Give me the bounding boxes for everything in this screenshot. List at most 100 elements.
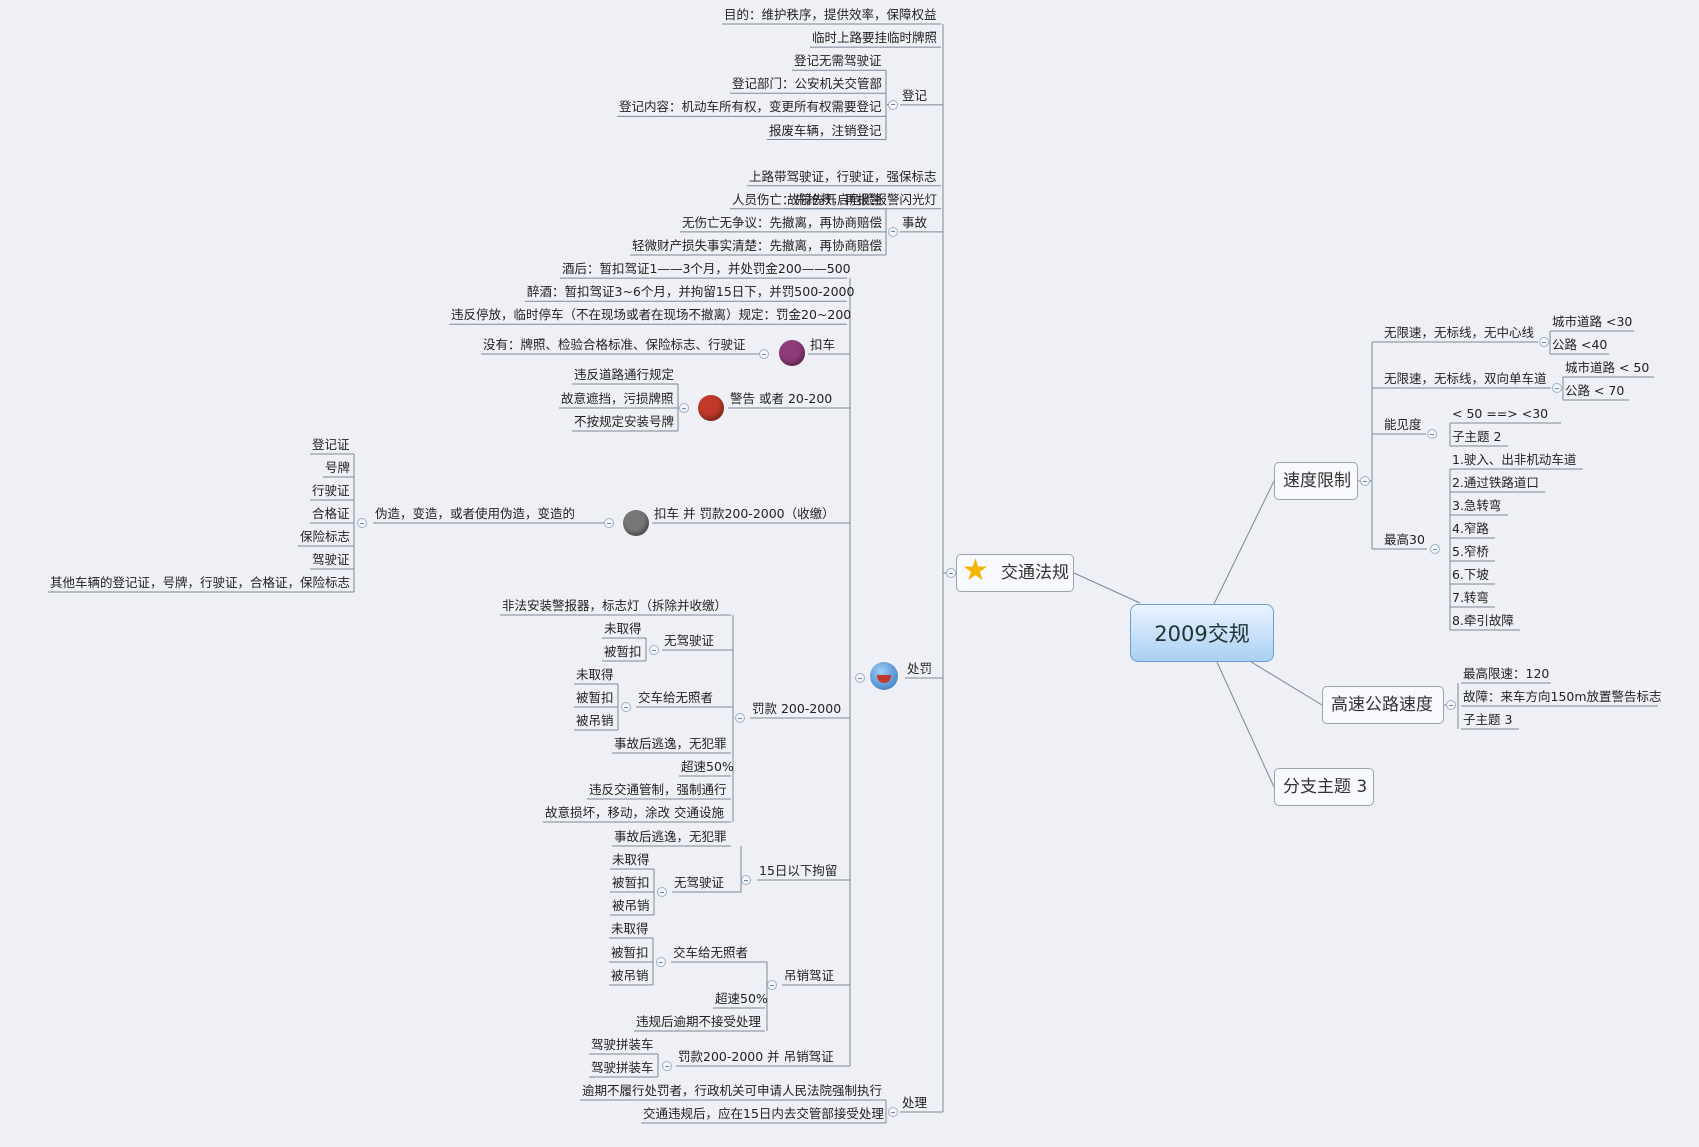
- topic-node[interactable]: 能见度: [1384, 417, 1422, 432]
- topic-node[interactable]: 吊销驾证: [784, 968, 835, 983]
- topic-node[interactable]: 公路 < 70: [1565, 383, 1625, 398]
- topic-node[interactable]: 驾驶拼装车: [591, 1037, 654, 1052]
- topic-node[interactable]: 超速50%: [681, 759, 734, 774]
- topic-node[interactable]: 被吊销: [576, 713, 614, 728]
- topic-node[interactable]: 最高30: [1384, 532, 1425, 547]
- topic-node[interactable]: 6.下坡: [1452, 567, 1489, 582]
- topic-node[interactable]: 3.急转弯: [1452, 498, 1502, 513]
- topic-node[interactable]: 5.窄桥: [1452, 544, 1489, 559]
- topic-node[interactable]: 违反道路通行规定: [574, 367, 675, 382]
- topic-node[interactable]: 未取得: [612, 852, 650, 867]
- collapse-toggle-icon[interactable]: [656, 957, 666, 967]
- topic-node[interactable]: 行驶证: [312, 483, 350, 498]
- topic-node[interactable]: 临时上路要挂临时牌照: [812, 30, 938, 46]
- topic-branch-3[interactable]: 分支主题 3: [1274, 768, 1374, 806]
- topic-node[interactable]: 登记证: [312, 437, 350, 452]
- collapse-toggle-icon[interactable]: [662, 1061, 672, 1071]
- topic-node[interactable]: 无限速，无标线，双向单车道: [1384, 371, 1547, 386]
- topic-node[interactable]: 登记内容：机动车所有权，变更所有权需要登记: [619, 99, 882, 115]
- topic-node[interactable]: 交车给无照者: [673, 945, 749, 960]
- topic-node[interactable]: 城市道路 <30: [1552, 314, 1633, 329]
- topic-node[interactable]: 处理: [902, 1095, 928, 1110]
- topic-node[interactable]: 驾驶拼装车: [591, 1060, 654, 1075]
- topic-node[interactable]: 逾期不履行处罚者，行政机关可申请人民法院强制执行: [582, 1083, 883, 1098]
- topic-node[interactable]: 罚款200-2000 并 吊销驾证: [678, 1049, 834, 1064]
- topic-node[interactable]: 7.转弯: [1452, 590, 1489, 605]
- topic-traffic-law[interactable]: 交通法规: [956, 554, 1074, 592]
- topic-node[interactable]: 非法安装警报器，标志灯（拆除并收缴）: [502, 598, 728, 613]
- collapse-toggle-icon[interactable]: [1360, 476, 1370, 486]
- topic-node[interactable]: 未取得: [576, 667, 614, 682]
- topic-node[interactable]: 超速50%: [715, 991, 768, 1006]
- topic-node[interactable]: 扣车 并 罚款200-2000（收缴）: [654, 506, 835, 521]
- topic-node[interactable]: 15日以下拘留: [759, 863, 838, 878]
- collapse-toggle-icon[interactable]: [621, 702, 631, 712]
- topic-node[interactable]: 登记无需驾驶证: [794, 53, 882, 69]
- topic-node[interactable]: 目的：维护秩序，提供效率，保障权益: [724, 7, 937, 22]
- topic-node[interactable]: 没有：牌照、检验合格标准、保险标志、行驶证: [483, 337, 746, 352]
- topic-node[interactable]: 被暂扣: [611, 945, 649, 960]
- topic-node[interactable]: 被暂扣: [612, 875, 650, 890]
- topic-node[interactable]: 故意损坏，移动，涂改 交通设施: [545, 805, 724, 820]
- topic-node[interactable]: 交通违规后，应在15日内去交管部接受处理: [643, 1106, 884, 1121]
- collapse-toggle-icon[interactable]: [888, 99, 898, 110]
- topic-node[interactable]: 无驾驶证: [674, 875, 725, 890]
- topic-node[interactable]: 1.驶入、出非机动车道: [1452, 452, 1577, 467]
- collapse-toggle-icon[interactable]: [1430, 544, 1440, 554]
- topic-node[interactable]: 号牌: [325, 460, 351, 475]
- collapse-toggle-icon[interactable]: [604, 518, 614, 528]
- topic-node[interactable]: 被吊销: [612, 898, 650, 913]
- central-topic[interactable]: 2009交规: [1130, 604, 1274, 662]
- collapse-toggle-icon[interactable]: [1539, 337, 1549, 347]
- topic-node[interactable]: 人员伤亡：先抢救，再报警: [732, 191, 883, 207]
- collapse-toggle-icon[interactable]: [735, 713, 745, 723]
- topic-node[interactable]: 违反停放，临时停车（不在现场或者在现场不撤离）规定：罚金20~200: [451, 307, 852, 323]
- topic-node[interactable]: 酒后：暂扣驾证1——3个月，并处罚金200——500: [562, 261, 851, 277]
- collapse-toggle-icon[interactable]: [1446, 700, 1456, 710]
- topic-node[interactable]: 登记: [902, 87, 928, 103]
- topic-node[interactable]: 不按规定安装号牌: [574, 414, 675, 429]
- topic-node[interactable]: 其他车辆的登记证，号牌，行驶证，合格证，保险标志: [50, 575, 351, 590]
- topic-node[interactable]: 伪造，变造，或者使用伪造，变造的: [375, 506, 576, 521]
- collapse-toggle-icon[interactable]: [855, 673, 865, 683]
- topic-node[interactable]: 上路带驾驶证，行驶证，强保标志: [749, 168, 937, 184]
- topic-node[interactable]: 最高限速：120: [1463, 666, 1550, 681]
- topic-node[interactable]: 罚款 200-2000: [752, 701, 842, 716]
- topic-node[interactable]: 事故后逃逸，无犯罪: [614, 829, 727, 844]
- topic-node[interactable]: 故障先开启危险报警闪光灯: [787, 191, 938, 207]
- topic-node[interactable]: 城市道路 < 50: [1565, 360, 1650, 375]
- topic-node[interactable]: 事故: [902, 214, 928, 230]
- topic-node[interactable]: 交车给无照者: [638, 690, 714, 705]
- topic-node[interactable]: 无限速，无标线，无中心线: [1384, 325, 1535, 340]
- collapse-toggle-icon[interactable]: [946, 568, 956, 578]
- topic-node[interactable]: 无伤亡无争议：先撤离，再协商赔偿: [682, 214, 883, 230]
- topic-node[interactable]: 保险标志: [300, 529, 351, 544]
- topic-node[interactable]: 被暂扣: [576, 690, 614, 705]
- collapse-toggle-icon[interactable]: [741, 875, 751, 885]
- topic-node[interactable]: 2.通过铁路道口: [1452, 475, 1539, 490]
- topic-node[interactable]: < 50 ==> <30: [1452, 406, 1549, 421]
- topic-node[interactable]: 子主题 2: [1452, 429, 1502, 444]
- topic-node[interactable]: 子主题 3: [1463, 712, 1513, 727]
- topic-node[interactable]: 未取得: [604, 621, 642, 636]
- topic-node[interactable]: 4.窄路: [1452, 521, 1489, 536]
- topic-node[interactable]: 故障：来车方向150m放置警告标志: [1463, 689, 1662, 704]
- collapse-toggle-icon[interactable]: [1552, 383, 1562, 393]
- topic-node[interactable]: 公路 <40: [1552, 337, 1608, 352]
- topic-node[interactable]: 醉酒：暂扣驾证3~6个月，并拘留15日下，并罚500-2000: [527, 284, 855, 300]
- topic-highway-speed[interactable]: 高速公路速度: [1322, 686, 1444, 724]
- topic-node[interactable]: 8.牵引故障: [1452, 613, 1514, 628]
- collapse-toggle-icon[interactable]: [357, 518, 367, 528]
- topic-speed-limit[interactable]: 速度限制: [1274, 462, 1358, 500]
- collapse-toggle-icon[interactable]: [888, 1107, 898, 1117]
- collapse-toggle-icon[interactable]: [767, 980, 777, 990]
- topic-node[interactable]: 轻微财产损失事实清楚：先撤离，再协商赔偿: [632, 238, 883, 253]
- topic-node[interactable]: 驾驶证: [312, 552, 350, 567]
- topic-node[interactable]: 警告 或者 20-200: [730, 391, 833, 406]
- topic-node[interactable]: 扣车: [810, 337, 836, 352]
- topic-node[interactable]: 登记部门：公安机关交管部: [732, 76, 883, 92]
- topic-node[interactable]: 处罚: [907, 661, 933, 676]
- topic-node[interactable]: 故意遮挡，污损牌照: [561, 391, 674, 406]
- topic-node[interactable]: 被暂扣: [604, 644, 642, 659]
- collapse-toggle-icon[interactable]: [759, 349, 769, 359]
